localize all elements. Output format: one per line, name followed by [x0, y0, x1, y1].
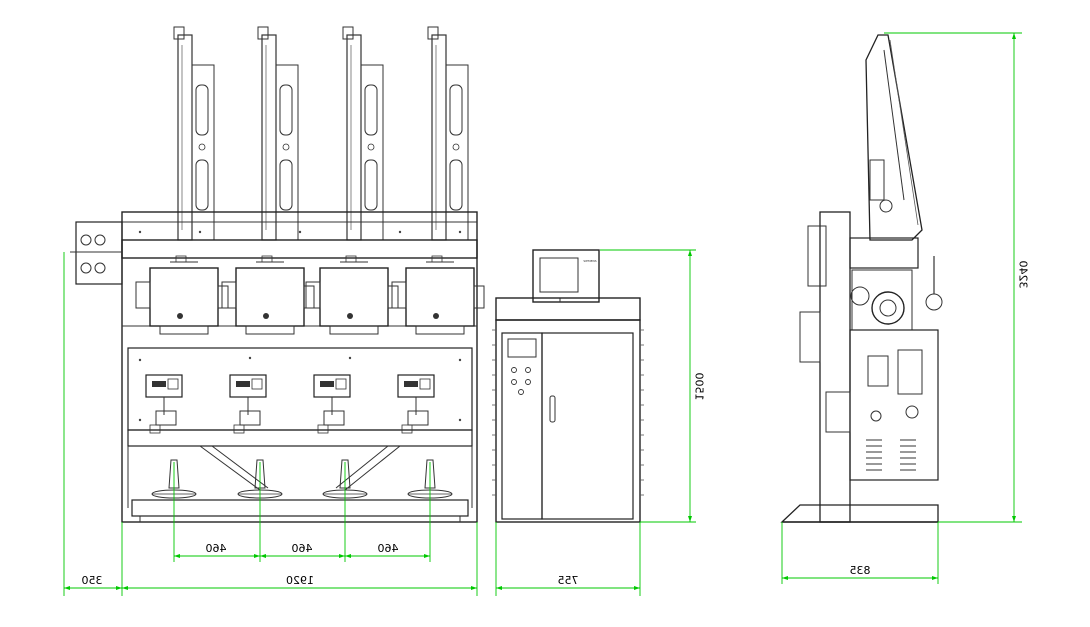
dim-left-overhang: 350: [82, 574, 103, 587]
dim-side-depth: 835: [850, 564, 871, 577]
front-view: [70, 26, 485, 523]
control-cabinet: SIEMENS: [492, 249, 644, 523]
panel-brand-text: SIEMENS: [583, 259, 596, 263]
dimension-arrows: [64, 33, 1016, 590]
dim-spacing-1: 460: [206, 542, 227, 555]
dim-overall-height: 3240: [1017, 261, 1030, 289]
side-view: [780, 34, 943, 523]
dimensions: [63, 32, 1022, 596]
dim-cabinet-height: 1500: [693, 373, 706, 401]
dim-cabinet-width: 755: [558, 574, 579, 587]
dim-spacing-3: 460: [378, 542, 399, 555]
dim-frame-width: 1920: [286, 574, 314, 587]
dim-spacing-2: 460: [292, 542, 313, 555]
